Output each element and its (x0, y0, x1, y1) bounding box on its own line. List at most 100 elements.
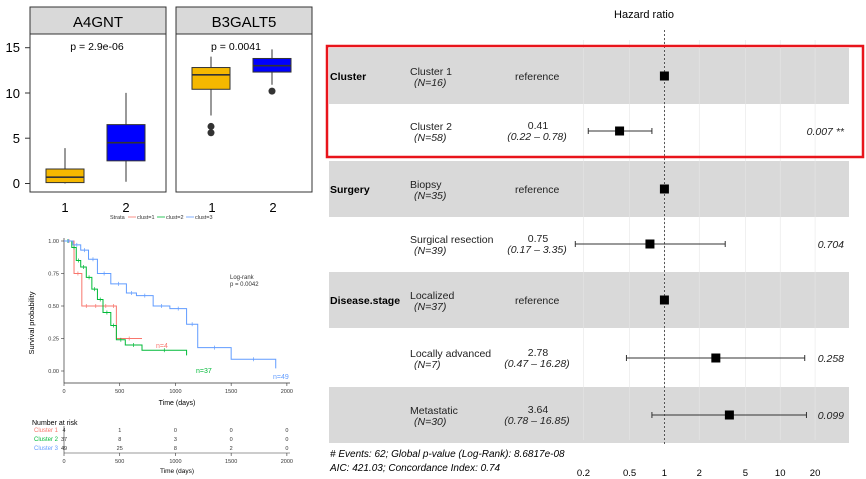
forest-x-tick: 20 (810, 468, 821, 479)
panel-a4gnt (29, 33, 167, 193)
km-curve-2 (64, 240, 188, 356)
forest-footer-1: # Events: 62; Global p-value (Log-Rank):… (330, 449, 565, 460)
pvalue-b3galt5: p = 0.0041 (211, 41, 261, 53)
risk-cell: 1 (118, 428, 121, 434)
forest-level-label: Biopsy (410, 179, 442, 191)
km-legend-3: clust=3 (195, 215, 213, 221)
forest-point (615, 126, 625, 136)
forest-level-label: Cluster 2 (410, 121, 452, 133)
km-y-tick: 0.75 (48, 272, 59, 278)
risk-x-tick: 0 (62, 459, 65, 465)
forest-x-tick: 2 (697, 468, 702, 479)
forest-x-tick: 10 (775, 468, 786, 479)
forest-point (645, 239, 655, 249)
risk-cell: 0 (174, 428, 177, 434)
forest-x-tick: 0.2 (577, 468, 590, 479)
box-outlier (207, 122, 215, 130)
risk-x-tick: 1500 (225, 459, 237, 465)
forest-level-label: Localized (410, 290, 455, 302)
forest-n-label: (N=7) (414, 359, 441, 371)
forest-point (659, 184, 669, 194)
forest-n-label: (N=39) (414, 245, 446, 257)
forest-point (659, 71, 669, 81)
km-end-2: n=37 (196, 368, 212, 375)
km-logrank: Log-rank (230, 275, 255, 281)
forest-p-value: 0.258 (818, 353, 844, 365)
risk-x-tick: 500 (115, 459, 124, 465)
forest-hr-value: reference (515, 71, 560, 83)
panel-title-a4gnt: A4GNT (73, 14, 123, 31)
forest-x-tick: 5 (743, 468, 748, 479)
forest-hr-value: 0.75 (528, 233, 549, 245)
forest-ci-value: (0.47 – 16.28) (504, 358, 569, 370)
forest-x-tick: 0.5 (623, 468, 636, 479)
y-tick-10: 10 (6, 86, 20, 101)
risk-cell: 8 (174, 446, 177, 452)
km-xlabel: Time (days) (159, 400, 196, 407)
forest-hr-value: reference (515, 184, 560, 196)
forest-point (659, 295, 669, 305)
strip-b3galt5 (175, 6, 313, 35)
km-figure: Strata clust=1 clust=2 clust=3 Survival … (27, 215, 293, 475)
km-end-1: n=4 (156, 343, 168, 350)
panel-title-b3galt5: B3GALT5 (212, 14, 277, 31)
forest-point (724, 410, 734, 420)
panel-b3galt5 (175, 33, 313, 193)
forest-x-tick: 1 (662, 468, 667, 479)
forest-level-label: Cluster 1 (410, 66, 452, 78)
risk-cell: 2 (230, 446, 233, 452)
forest-group-label: Cluster (330, 71, 366, 83)
forest-row-stripe (329, 161, 849, 217)
forest-row-stripe (329, 272, 849, 328)
pvalue-a4gnt: p = 2.9e-06 (70, 41, 124, 53)
y-tick-0: 0 (13, 176, 20, 191)
box-outlier (268, 87, 276, 95)
forest-n-label: (N=16) (414, 77, 446, 89)
risk-cell: 0 (285, 428, 288, 434)
risk-cell: 0 (230, 428, 233, 434)
risk-title: Number at risk (32, 420, 78, 427)
km-x-tick: 1000 (169, 389, 181, 395)
km-y-tick: 0.25 (48, 337, 59, 343)
km-x-tick: 1500 (225, 389, 237, 395)
km-x-tick: 0 (62, 389, 65, 395)
x-tick-2-b: 2 (269, 200, 276, 215)
forest-footer-2: AIC: 421.03; Concordance Index: 0.74 (329, 463, 501, 474)
risk-name-3: Cluster 3 (34, 446, 59, 452)
risk-cell: 0 (230, 437, 233, 443)
box-outlier (207, 129, 215, 137)
forest-ci-value: (0.22 – 0.78) (507, 131, 567, 143)
risk-cell: 8 (118, 437, 121, 443)
forest-n-label: (N=30) (414, 416, 446, 428)
risk-cell: 0 (285, 437, 288, 443)
forest-hr-value: 2.78 (528, 347, 549, 359)
km-x-tick: 500 (115, 389, 124, 395)
boxplot-figure: A4GNT p = 2.9e-06 B3GALT5 p = 0.0041 0 5… (6, 6, 313, 215)
forest-hr-value: 3.64 (528, 404, 549, 416)
y-tick-5: 5 (13, 131, 20, 146)
forest-n-label: (N=37) (414, 301, 446, 313)
forest-level-label: Locally advanced (410, 348, 491, 360)
highlight-box (325, 44, 865, 159)
forest-group-label: Disease.stage (330, 295, 400, 307)
risk-name-1: Cluster 1 (34, 428, 59, 434)
risk-name-2: Cluster 2 (34, 437, 59, 443)
strip-a4gnt (29, 6, 167, 35)
x-tick-1-a: 1 (61, 200, 68, 215)
km-pvalue: p = 0.0042 (230, 282, 259, 288)
forest-point (711, 353, 721, 363)
risk-cell: 0 (285, 446, 288, 452)
forest-p-value: 0.099 (818, 410, 844, 422)
x-tick-1-b: 1 (208, 200, 215, 215)
risk-xlabel: Time (days) (160, 468, 194, 475)
km-curve-3 (64, 240, 277, 369)
forest-row-stripe (329, 48, 849, 104)
forest-level-label: Metastatic (410, 405, 458, 417)
risk-x-tick: 1000 (169, 459, 181, 465)
risk-x-tick: 2000 (281, 459, 293, 465)
km-y-tick: 0.00 (48, 369, 59, 375)
forest-title: Hazard ratio (614, 9, 674, 21)
forest-n-label: (N=58) (414, 132, 446, 144)
forest-level-label: Surgical resection (410, 234, 494, 246)
x-tick-2-a: 2 (122, 200, 129, 215)
